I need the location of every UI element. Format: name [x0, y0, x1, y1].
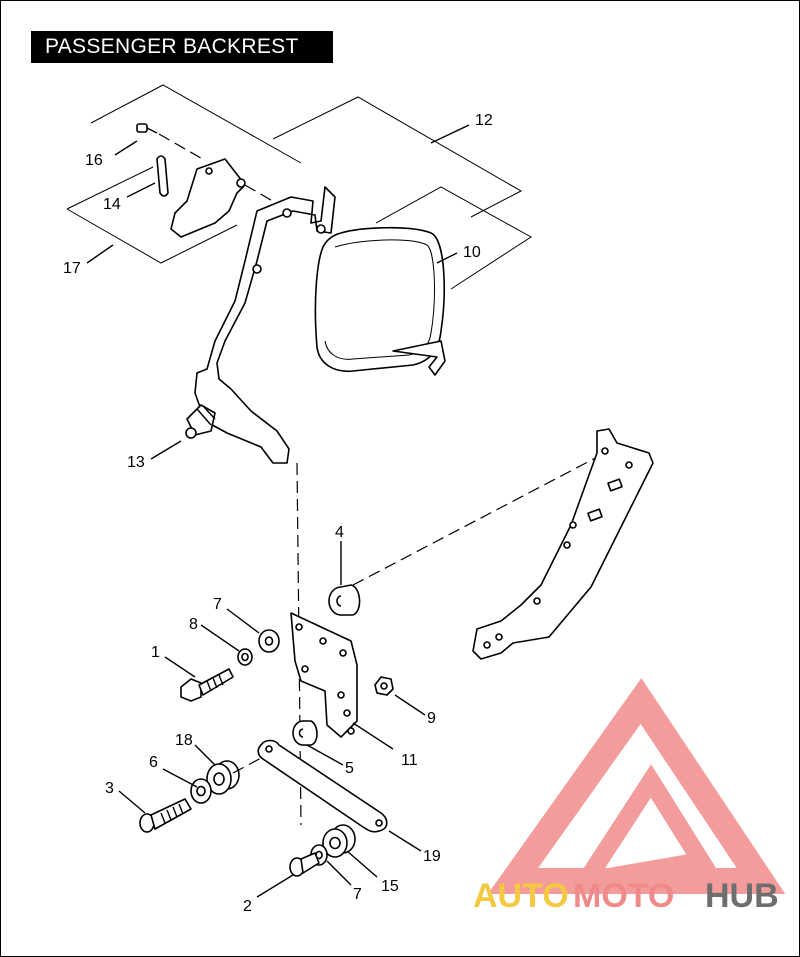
callout-1: 1 [151, 644, 160, 661]
leader-lines [86, 124, 470, 898]
callout-18: 18 [175, 732, 193, 749]
mounting-plate-11 [290, 612, 358, 738]
kit-box-12 [272, 96, 532, 290]
callout-17: 17 [63, 260, 81, 277]
side-plate-bracket [472, 428, 654, 660]
watermark-word-hub: HUB [705, 877, 779, 915]
callout-4: 4 [335, 524, 344, 541]
sissy-bar-upright-13 [185, 186, 336, 464]
spacer-5 [292, 720, 318, 746]
callout-2: 2 [243, 898, 252, 915]
callout-3: 3 [105, 780, 114, 797]
washer-6 [190, 778, 212, 804]
callout-6: 6 [149, 754, 158, 771]
bushing-18 [206, 760, 240, 795]
assembly-axis-line-3 [232, 756, 264, 774]
callout-14: 14 [103, 196, 121, 213]
callout-7-lower: 7 [353, 886, 362, 903]
callout-8: 8 [189, 616, 198, 633]
callout-9: 9 [427, 710, 436, 727]
bolt-1 [180, 668, 234, 702]
callout-7-upper: 7 [213, 596, 222, 613]
bolt-3 [139, 798, 192, 833]
watermark-word-auto: AUTO [473, 877, 569, 915]
washer-7-upper [258, 629, 280, 653]
callout-12: 12 [475, 112, 493, 129]
page-title: PASSENGER BACKREST [31, 31, 333, 63]
callout-15: 15 [381, 878, 399, 895]
watermark-logo [487, 678, 786, 894]
callout-10: 10 [463, 244, 481, 261]
lock-washer-8 [237, 648, 253, 666]
watermark-text: AUTO MOTO HUB [473, 877, 779, 915]
nut-9 [374, 676, 394, 696]
backrest-bracket-plate [170, 158, 277, 238]
screw-2 [289, 852, 320, 877]
callout-11: 11 [401, 752, 418, 769]
assembly-axis-line-2 [352, 452, 606, 586]
callout-13: 13 [127, 454, 145, 471]
screw-16 [136, 123, 207, 162]
spacer-4 [328, 584, 361, 616]
backrest-pad-10 [314, 226, 446, 376]
callout-numbers: 16 14 17 12 10 13 4 7 8 1 9 11 5 18 6 3 … [63, 112, 493, 915]
callout-5: 5 [345, 760, 354, 777]
kit-box-17 [66, 84, 302, 264]
callout-19: 19 [423, 848, 441, 865]
watermark-word-moto: MOTO [573, 877, 674, 915]
clip-14 [156, 155, 169, 197]
bushing-15 [322, 824, 356, 858]
callout-16: 16 [85, 152, 103, 169]
link-strap-19 [257, 739, 388, 833]
